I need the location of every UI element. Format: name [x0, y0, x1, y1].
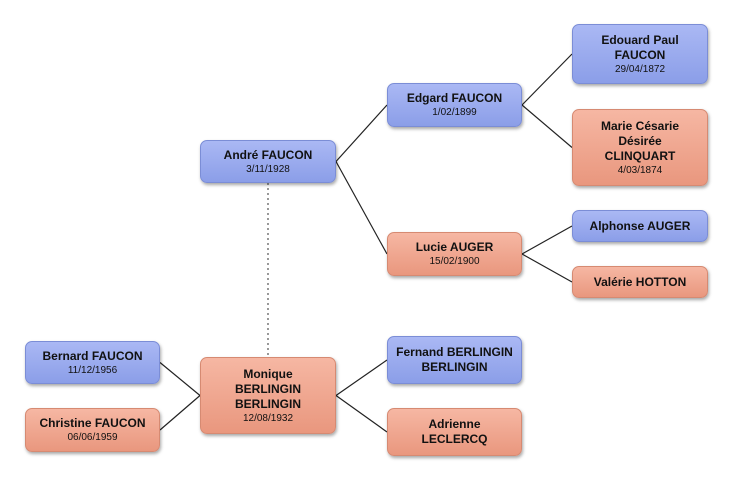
person-name-line: Christine FAUCON — [39, 416, 146, 430]
person-name-line: Bernard FAUCON — [42, 348, 143, 363]
person-name-line: FAUCON — [614, 47, 666, 62]
person-date: 12/08/1932 — [242, 412, 294, 424]
person-name-line: BERLINGIN — [235, 381, 301, 396]
connector-monique-fernand — [335, 359, 388, 396]
person-name-line: Désirée — [618, 133, 662, 148]
connector-andre-edgard — [335, 104, 388, 162]
connector-christine-monique — [159, 395, 201, 431]
person-date: 4/03/1874 — [617, 164, 663, 176]
person-node-edgard[interactable]: Edgard FAUCON 1/02/1899 — [387, 83, 522, 127]
connector-lucie-alphonse — [521, 225, 573, 255]
person-name-line: Monique — [243, 366, 293, 381]
person-name-line: Valérie HOTTON — [593, 274, 687, 289]
person-name-line: LECLERCQ — [421, 432, 488, 446]
person-date: 29/04/1872 — [614, 63, 666, 75]
person-date: 06/06/1959 — [67, 432, 118, 443]
person-name-line: Alphonse AUGER — [589, 218, 691, 233]
connector-lucie-valerie — [521, 253, 573, 283]
connector-monique-adrienne — [335, 395, 388, 433]
person-node-christine[interactable]: Christine FAUCON 06/06/1959 — [25, 408, 160, 452]
person-node-valerie[interactable]: Valérie HOTTON — [572, 266, 708, 298]
person-name-line: Edgard FAUCON — [406, 91, 503, 105]
person-date: 1/02/1899 — [432, 107, 477, 118]
person-name-line: BERLINGIN — [421, 360, 488, 374]
person-name-line: Adrienne — [428, 417, 481, 431]
connector-andre-lucie — [335, 161, 388, 255]
person-date: 3/11/1928 — [246, 163, 290, 175]
person-name-line: Edouard Paul — [601, 32, 679, 47]
connector-edgard-edouard — [521, 53, 573, 106]
person-name-line: Fernand BERLINGIN — [396, 345, 513, 359]
person-node-lucie[interactable]: Lucie AUGER 15/02/1900 — [387, 232, 522, 276]
person-date: 15/02/1900 — [429, 256, 480, 267]
person-name-line: Lucie AUGER — [415, 240, 494, 254]
connector-bernard-monique — [159, 362, 201, 396]
person-name-line: Marie Césarie — [600, 118, 680, 133]
person-node-alphonse[interactable]: Alphonse AUGER — [572, 210, 708, 242]
person-date: 11/12/1956 — [67, 364, 118, 376]
person-name-line: André FAUCON — [223, 147, 313, 162]
person-name-line: CLINQUART — [604, 148, 676, 163]
connector-edgard-marie — [521, 104, 573, 148]
person-name-line: BERLINGIN — [235, 396, 301, 411]
